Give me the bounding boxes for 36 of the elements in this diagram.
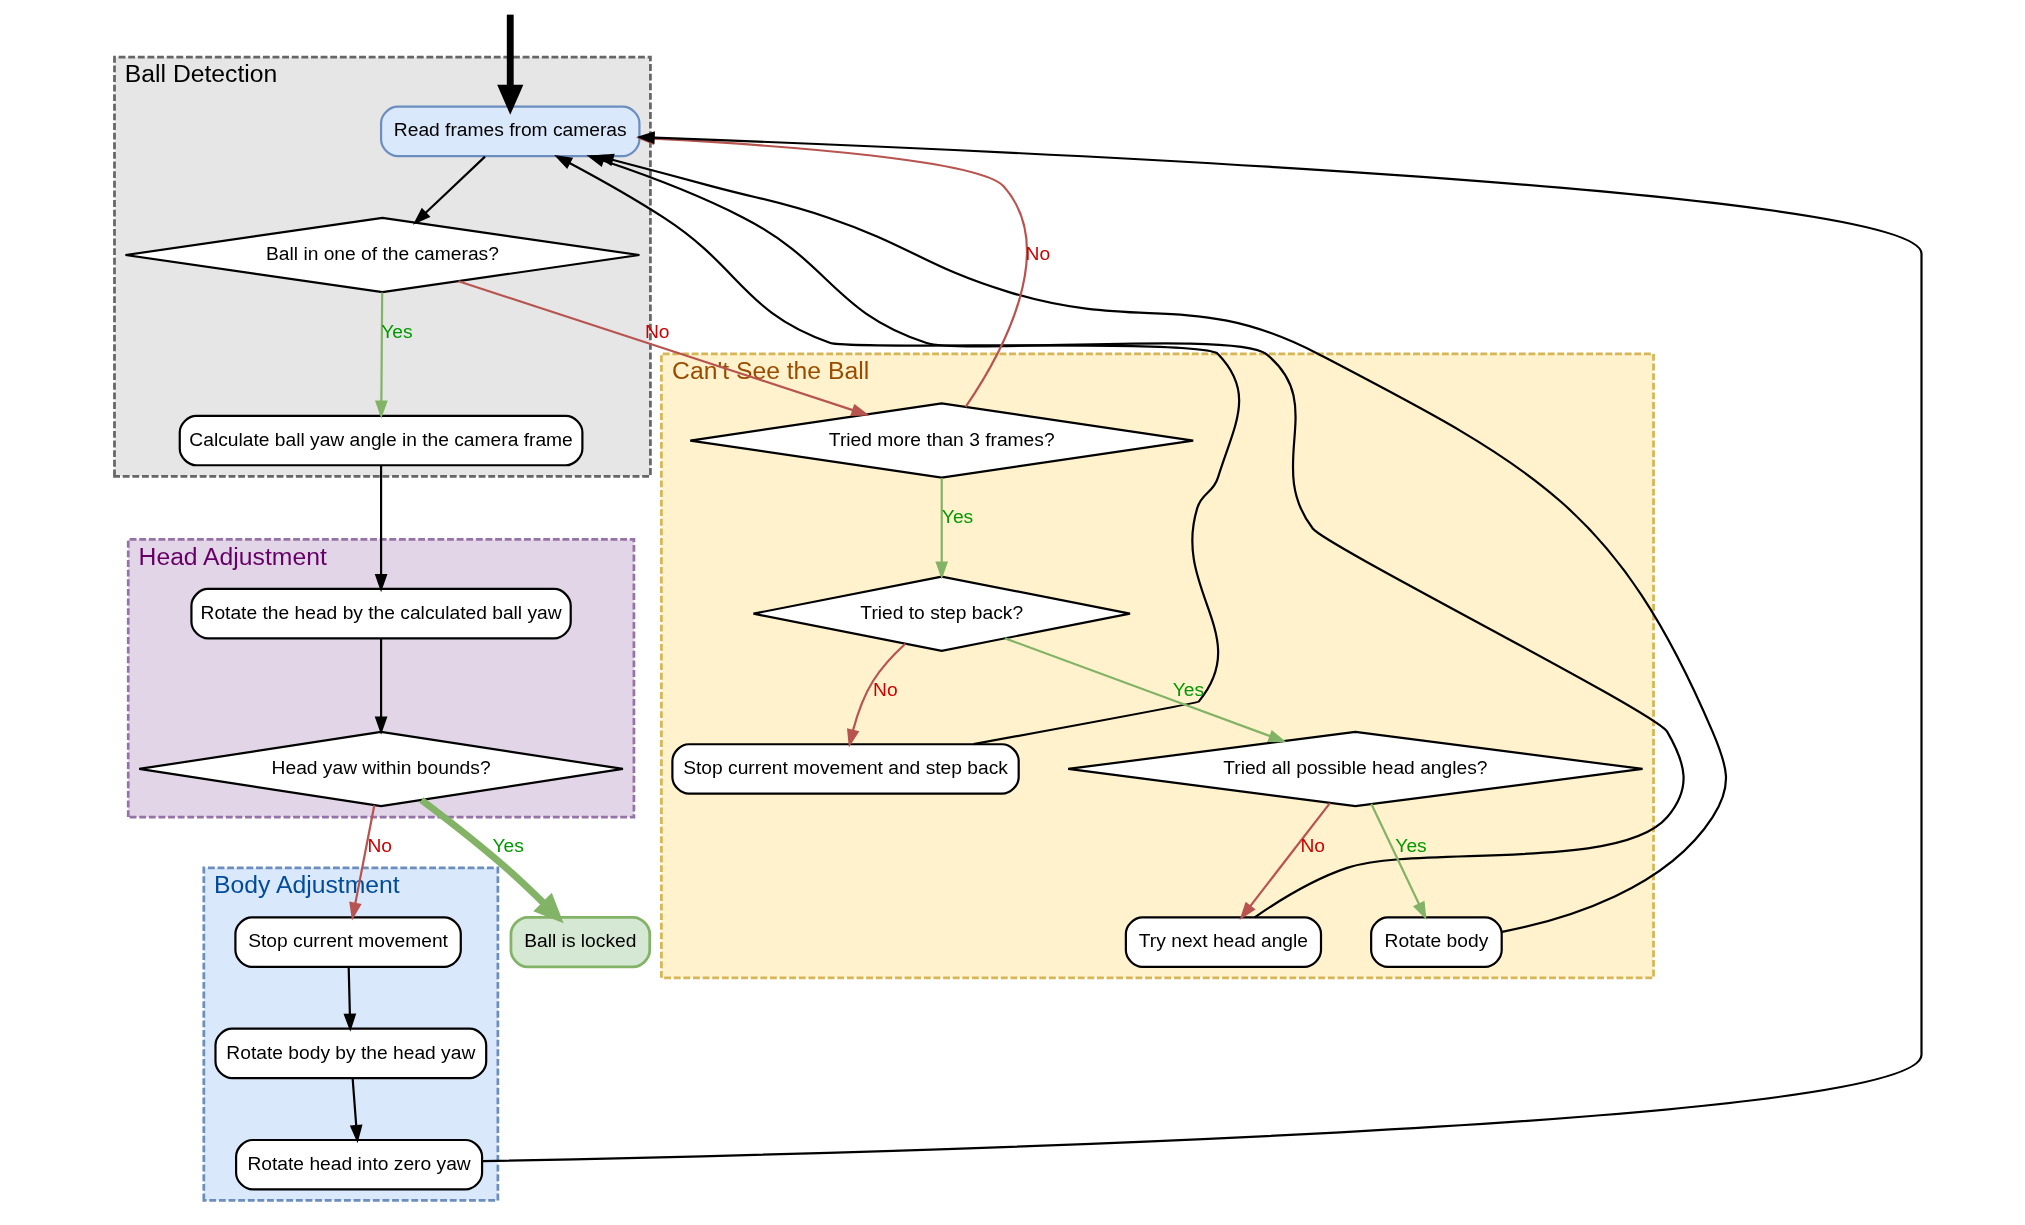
node-box: Stop current movement	[234, 916, 462, 968]
arrow	[349, 1078, 363, 1144]
arrow	[1004, 637, 1287, 743]
edge-label: Yes	[1172, 679, 1205, 701]
arrow	[349, 805, 376, 921]
edge-label: No	[1300, 834, 1326, 856]
arrow	[419, 797, 564, 924]
node-box: Rotate body by the head yaw	[214, 1027, 488, 1080]
node-box: Rotate the head by the calculated ball yaw	[190, 587, 572, 640]
arrow	[1239, 802, 1331, 920]
edge-label: No	[367, 834, 392, 856]
node-diamond: Head yaw within bounds?	[138, 730, 625, 808]
arrow	[1370, 803, 1427, 920]
arrow	[935, 478, 949, 580]
node-box: Ball is locked	[509, 916, 652, 969]
node-diamond: Ball in one of the cameras?	[124, 216, 641, 294]
node-box: Rotate head into zero yaw	[235, 1138, 484, 1191]
arrow	[846, 642, 907, 748]
node-box: Stop current movement and step back	[671, 743, 1020, 795]
node-box: Read frames from cameras	[379, 105, 641, 158]
arrow	[458, 280, 870, 416]
arrow	[413, 155, 486, 225]
edge-label: No	[873, 679, 898, 701]
arrow	[375, 292, 388, 419]
node-box: Rotate body	[1370, 916, 1503, 968]
edge-label: Yes	[492, 834, 524, 856]
node-box: Calculate ball yaw angle in the camera frame	[178, 414, 584, 467]
edge-label: Yes	[941, 506, 974, 528]
edge-label: Yes	[1395, 834, 1427, 856]
edge-label: Yes	[381, 320, 413, 342]
arrow	[374, 638, 388, 735]
arrow	[343, 967, 357, 1032]
arrow	[374, 465, 388, 593]
node-box: Try next head angle	[1124, 916, 1323, 968]
arrow	[497, 14, 524, 115]
node-diamond: Tried to step back?	[752, 575, 1132, 652]
